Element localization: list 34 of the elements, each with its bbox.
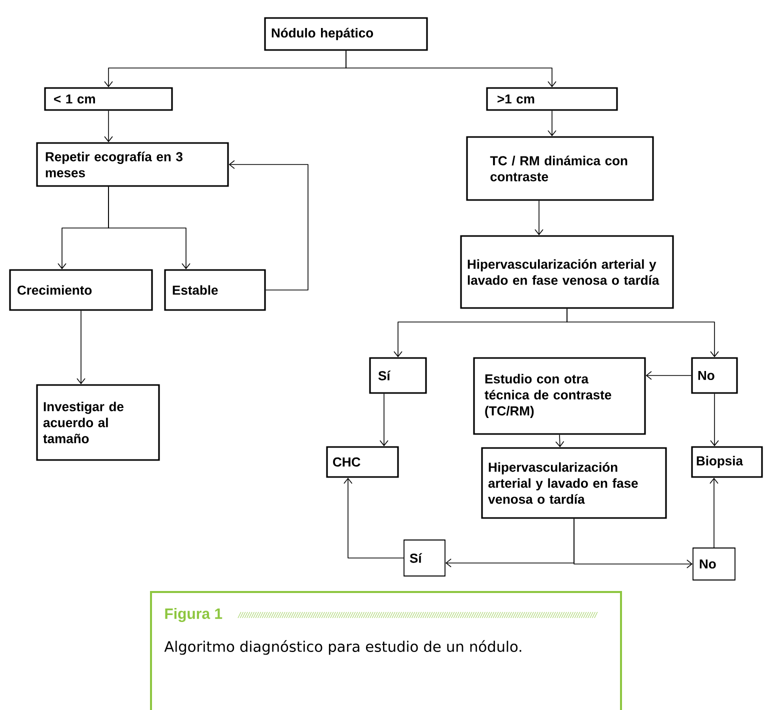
process-box: No [692,548,736,580]
process-box: Crecimiento [9,269,153,311]
figure-label: Figura 1 [165,608,222,622]
arrow [574,518,693,568]
arrow [346,50,556,88]
process-box: No [691,357,738,394]
process-box: Hipervascularización arterial y lavado en fase venosa o tardía [460,235,674,309]
arrow [534,200,544,236]
process-box: Estable [164,269,266,311]
process-box: Sí [404,540,446,576]
arrow [104,110,113,142]
arrow [548,110,556,136]
process-box: Repetir ecografía en 3 meses [36,142,229,187]
arrow [380,393,388,446]
process-box: Estudio con otra técnica de contraste (TC/RM) [473,357,646,435]
arrow [344,478,404,558]
process-box: CHC [326,446,399,478]
process-box: Hipervascularización arterial y lavado en fase venosa o tardía [481,447,667,519]
process-box: >1 cm [486,87,618,111]
caption: Algoritmo diagnóstico para estudio de un nódulo. [164,640,522,655]
arrow [108,186,190,270]
arrow [710,478,718,548]
process-box: Nódulo hepático [264,17,428,51]
process-box: < 1 cm [44,87,173,111]
process-box: Investigar de acuerdo al tamaño [36,384,160,461]
arrow [76,310,86,384]
arrow [228,160,308,290]
process-box: TC / RM dinámica con contraste [466,136,654,201]
arrow [710,393,719,446]
process-box: Sí [369,357,427,394]
process-box: Biopsia [691,446,763,478]
arrow [555,434,564,448]
arrow [646,371,692,380]
arrow [566,308,719,358]
